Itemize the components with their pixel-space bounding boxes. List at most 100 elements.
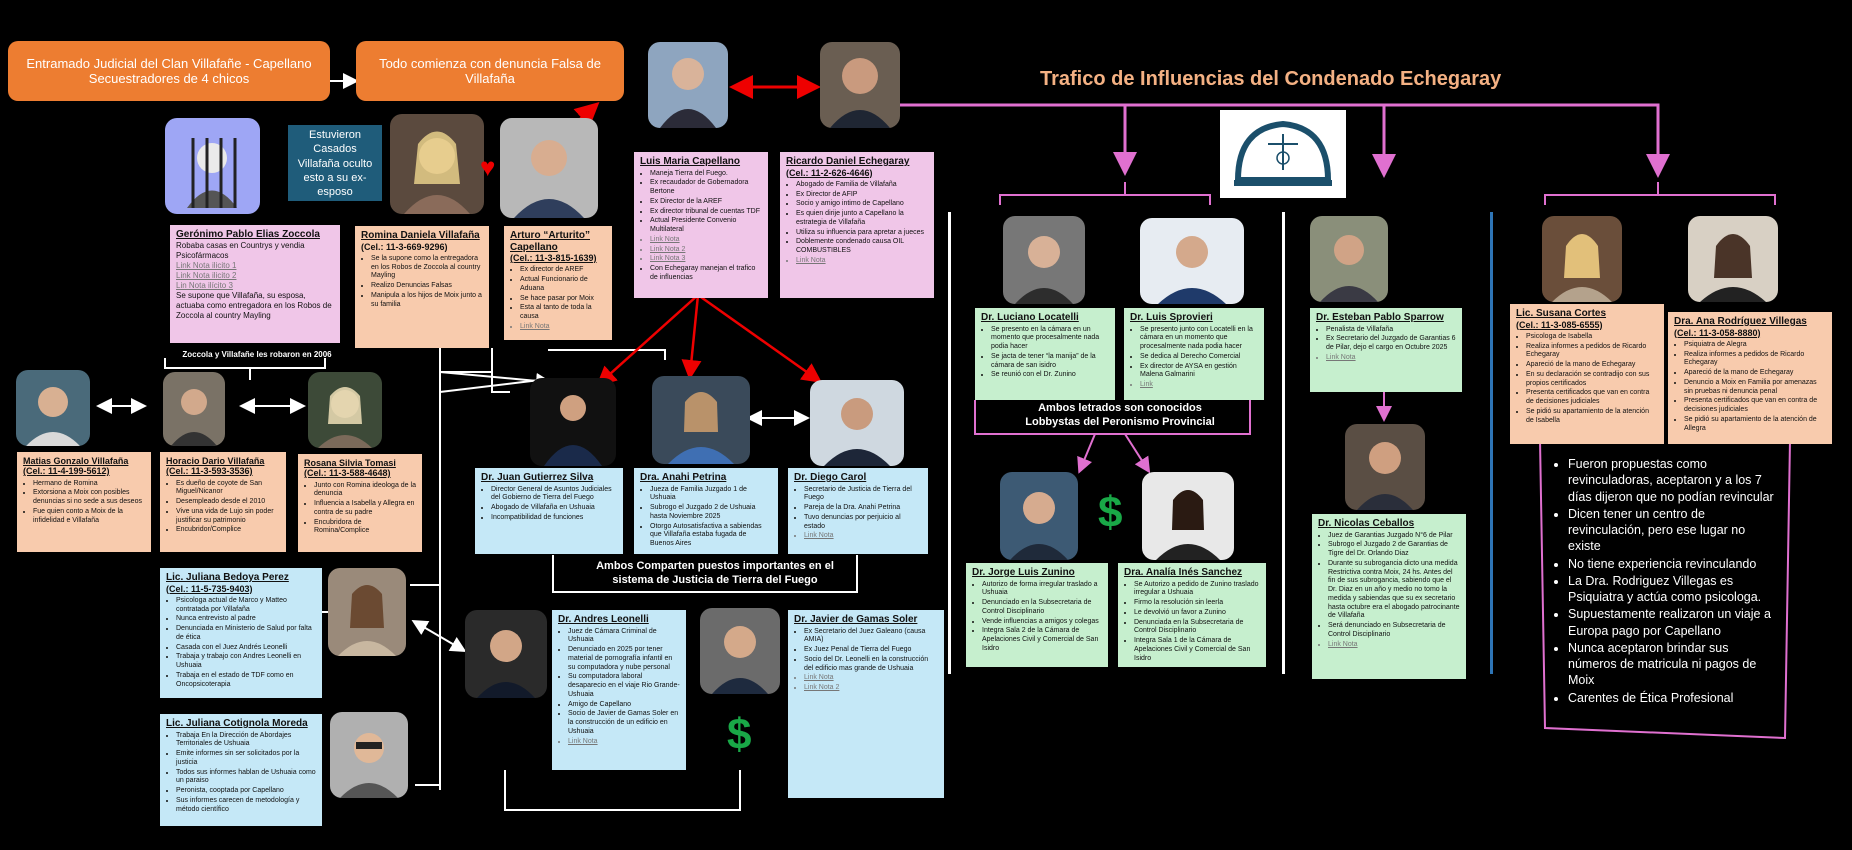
card-item: Se Autorizo a pedido de Zunino traslado … <box>1134 581 1260 599</box>
observation-item: Carentes de Ética Profesional <box>1568 690 1780 706</box>
photo-cortes <box>1542 216 1622 302</box>
link[interactable]: Link Nota 2 <box>650 246 762 255</box>
card-item: Casada con el Juez Andrés Leonelli <box>176 644 316 653</box>
link[interactable]: Link Nota <box>650 236 762 245</box>
card-item: Trabaja En la Dirección de Abordajes Ter… <box>176 732 316 750</box>
card-item: Extorsiona a Moix con posibles denuncias… <box>33 489 145 507</box>
card-item: Utiliza su influencia para apretar a jue… <box>796 229 928 238</box>
card-item: Presenta certificados que van en contra … <box>1526 389 1658 407</box>
page-title: Trafico de Influencias del Condenado Ech… <box>1040 68 1502 90</box>
card-item: Amigo de Capellano <box>568 701 680 710</box>
card-item: Le devolvió un favor a Zunino <box>1134 609 1260 618</box>
photo-matias <box>16 370 90 446</box>
card-item: Manipula a los hijos de Moix junto a su … <box>371 292 483 310</box>
observation-item: No tiene experiencia revinculando <box>1568 556 1780 572</box>
card-leonelli: Dr. Andres Leonelli Juez de Cámara Crimi… <box>552 610 686 770</box>
card-name: Dr. Juan Gutierrez Silva <box>481 472 594 483</box>
card-item: Ex Director de la AREF <box>650 198 762 207</box>
card-item: Socio de Javier de Gamas Soler en la con… <box>568 710 680 736</box>
card-text: Se supone que Villafaña, su esposa, actu… <box>176 290 332 320</box>
observation-item: La Dra. Rodriguez Villegas es Psiquiatra… <box>1568 573 1780 606</box>
photo-horacio <box>163 372 225 446</box>
card-item: Director General de Asuntos Judiciales d… <box>491 486 617 504</box>
card-item: Encubridor/Complice <box>176 526 280 535</box>
observation-item: Dicen tener un centro de revinculación, … <box>1568 506 1780 555</box>
card-item: Se presento en la cámara en un momento q… <box>991 326 1109 352</box>
card-item: Subrogo el Juzgado 2 de Ushuaia hasta No… <box>650 504 772 522</box>
link[interactable]: Link Nota <box>1326 354 1456 363</box>
card-name: Arturo “Arturito” Capellano <box>510 230 590 253</box>
photo-leonelli <box>465 610 547 698</box>
link[interactable]: Link Nota <box>804 674 938 683</box>
card-item: Ex Secretario del Juez Galeano (causa AM… <box>804 628 938 646</box>
card-echegaray: Ricardo Daniel Echegaray (Cel.: 11-2-626… <box>780 152 934 298</box>
lobbyists-label: Ambos letrados son conocidos Lobbystas d… <box>1025 402 1215 428</box>
heart-icon: ♥ <box>480 152 496 182</box>
card-item: Presenta certificados que van en contra … <box>1684 397 1826 415</box>
card-item: Socio y amigo intimo de Capellano <box>796 200 928 209</box>
card-item: Autorizo de forma irregular traslado a U… <box>982 581 1102 599</box>
card-item: Ex Juez Penal de Tierra del Fuego <box>804 646 938 655</box>
card-item: Tuvo denuncias por perjuicio al estado <box>804 514 922 532</box>
link[interactable]: Lin Nota ilícito 3 <box>176 280 233 290</box>
card-zoccola: Gerónimo Pablo Elias Zoccola Robaba casa… <box>170 225 340 343</box>
card-diego-carol: Dr. Diego Carol Secretario de Justicia d… <box>788 468 928 554</box>
link[interactable]: Link <box>1140 381 1258 390</box>
card-cotignola: Lic. Juliana Cotignola Moreda Trabaja En… <box>160 714 322 826</box>
photo-gamas <box>700 608 780 694</box>
photo-luis-capellano <box>648 42 728 128</box>
card-rosana: Rosana Silvia Tomasi (Cel.: 11-3-588-464… <box>298 454 422 552</box>
card-item: Pareja de la Dra. Anahi Petrina <box>804 504 922 513</box>
card-villegas: Dra. Ana Rodríguez Villegas (Cel.: 11-3-… <box>1668 312 1832 444</box>
dollar-icon: $ <box>1098 488 1123 537</box>
photo-locatelli <box>1003 216 1085 304</box>
card-item: Nunca entrevisto al padre <box>176 615 316 624</box>
card-cortes: Lic. Susana Cortes (Cel.: 11-3-085-6555)… <box>1510 304 1664 444</box>
card-item: Realizo Denuncias Falsas <box>371 282 483 291</box>
card-bedoya: Lic. Juliana Bedoya Perez (Cel.: 11-5-73… <box>160 568 322 698</box>
card-name: Dra. Analía Inés Sanchez <box>1124 567 1243 578</box>
card-item: Trabaja y trabajo con Andres Leonelli en… <box>176 653 316 671</box>
card-sparrow: Dr. Esteban Pablo Sparrow Penalista de V… <box>1310 308 1462 392</box>
card-item: Vive una vida de Lujo sin poder justific… <box>176 508 280 526</box>
card-item: Peronista, cooptada por Capellano <box>176 787 316 796</box>
photo-villegas <box>1688 216 1778 302</box>
card-item: Desempleado desde el 2010 <box>176 498 280 507</box>
card-sanchez: Dra. Analía Inés Sanchez Se Autorizo a p… <box>1118 563 1266 667</box>
card-item: Hermano de Romina <box>33 480 145 489</box>
link[interactable]: Link Nota 3 <box>650 255 762 264</box>
link[interactable]: Link Nota <box>804 532 922 541</box>
card-phone: (Cel.: 11-3-085-6555) <box>1516 319 1603 330</box>
separator <box>1282 212 1285 674</box>
card-item: Denunciado en 2025 por tener material de… <box>568 646 680 672</box>
link[interactable]: Link Nota ilicito 1 <box>176 260 237 270</box>
link[interactable]: Link Nota <box>520 323 606 332</box>
photo-juan <box>530 378 616 466</box>
card-zunino: Dr. Jorge Luis Zunino Autorizo de forma … <box>966 563 1108 667</box>
card-item: Junto con Romina ideologa de la denuncia <box>314 482 416 500</box>
photo-echegaray <box>820 42 900 128</box>
link[interactable]: Link Nota <box>796 257 928 266</box>
separator <box>1490 212 1493 674</box>
card-name: Lic. Juliana Cotignola Moreda <box>166 718 308 729</box>
link[interactable]: Link Nota ilicito 2 <box>176 270 237 280</box>
card-item: Es quien dirije junto a Capellano la est… <box>796 210 928 228</box>
card-item: Todos sus informes hablan de Ushuaia com… <box>176 769 316 787</box>
card-name: Dr. Diego Carol <box>794 472 867 483</box>
card-item: Denunciado en la Subsecretaria de Contro… <box>982 599 1102 617</box>
card-name: Matias Gonzalo Villafaña <box>23 456 129 466</box>
card-item: Ex director tribunal de cuentas TDF <box>650 208 762 217</box>
header-title-box: Entramado Judicial del Clan Villafañe - … <box>8 41 330 101</box>
card-item: Se la supone como la entregadora en los … <box>371 255 483 281</box>
link[interactable]: Link Nota <box>568 738 680 747</box>
link[interactable]: Link Nota 2 <box>804 684 938 693</box>
card-name: Luis Maria Capellano <box>640 156 741 167</box>
card-item: Ex recaudador de Gobernadora Bertone <box>650 179 762 197</box>
card-item: Se hace pasar por Moix <box>520 295 606 304</box>
link[interactable]: Link Nota <box>1328 641 1460 650</box>
card-item: Denuncio a Moix en Familia por amenazas … <box>1684 379 1826 397</box>
card-item: Penalista de Villafaña <box>1326 326 1456 335</box>
card-name: Gerónimo Pablo Elias Zoccola <box>176 229 320 240</box>
court-logo <box>1220 110 1346 198</box>
card-item: Denunciada en Ministerio de Salud por fa… <box>176 625 316 643</box>
